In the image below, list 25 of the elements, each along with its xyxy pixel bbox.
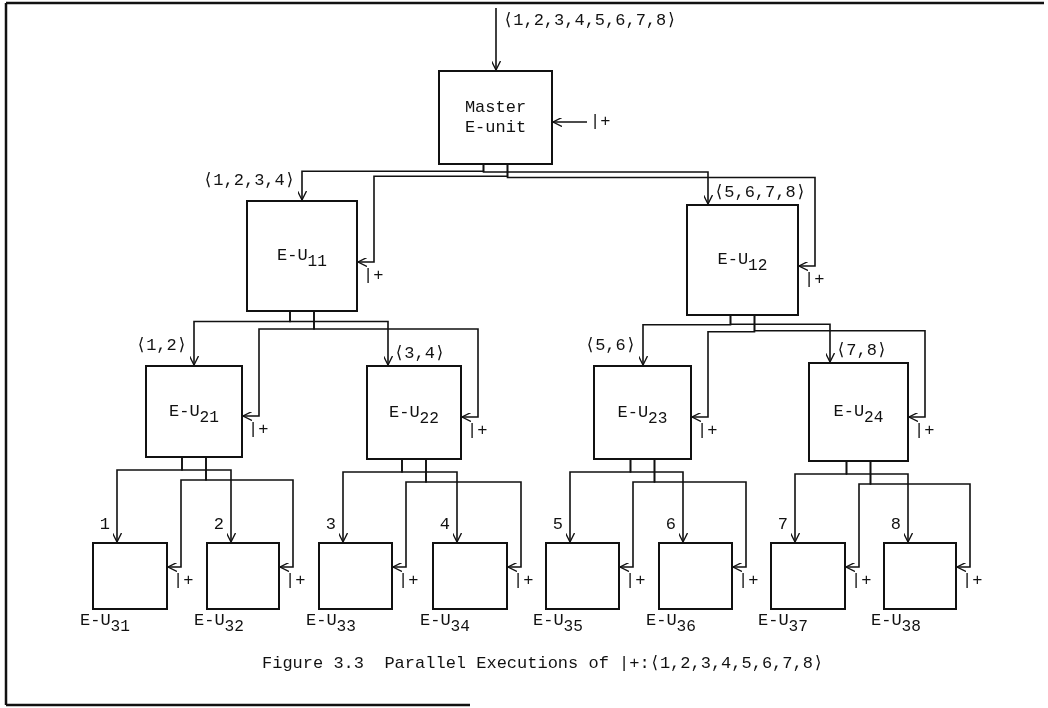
arrow xyxy=(869,461,971,573)
arrow xyxy=(753,315,926,423)
arrow xyxy=(629,459,689,543)
arrow xyxy=(313,311,479,423)
arrow xyxy=(653,459,747,573)
unit-box xyxy=(686,204,799,316)
arrow xyxy=(729,315,836,363)
unit-box xyxy=(145,365,243,458)
unit-label: Master E-unit xyxy=(463,97,528,138)
arrow xyxy=(552,116,588,128)
arrow xyxy=(289,311,394,366)
unit-box xyxy=(808,362,909,462)
figure-caption: Figure 3.3 Parallel Executions of |+:⟨1,2,3,4,5,6,7,8⟩ xyxy=(262,653,824,673)
unit-box xyxy=(366,365,462,460)
arrow xyxy=(845,461,914,543)
arrow xyxy=(506,164,816,272)
unit-box xyxy=(246,200,358,312)
arrow xyxy=(181,457,237,543)
arrow xyxy=(425,459,522,573)
unit-box xyxy=(593,365,692,460)
arrow xyxy=(490,7,502,71)
arrow xyxy=(401,459,463,543)
arrow xyxy=(205,457,294,573)
unit-box xyxy=(438,70,553,165)
arrow xyxy=(482,164,714,205)
